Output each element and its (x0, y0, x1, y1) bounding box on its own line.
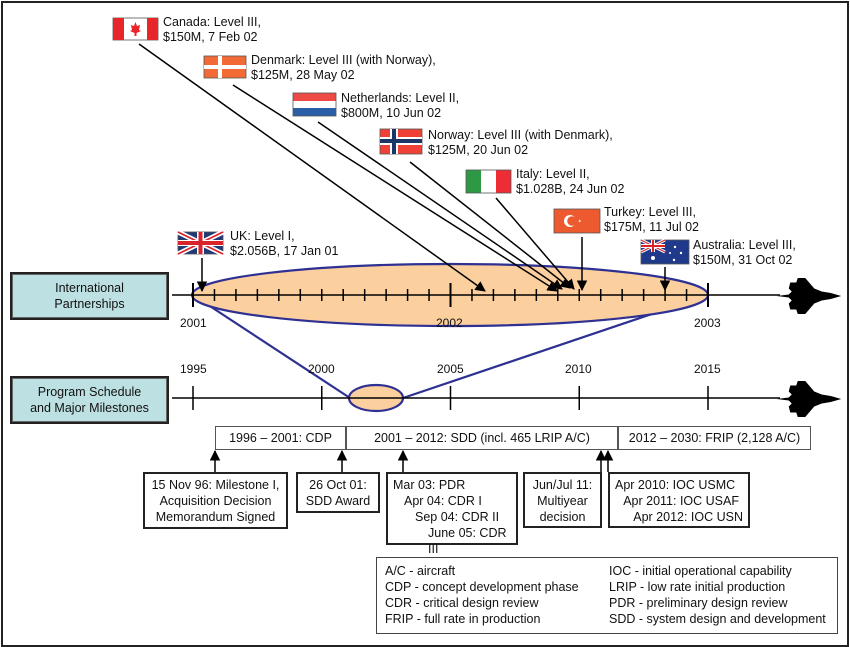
norway-arrow (409, 161, 571, 289)
year-label-2003: 2003 (694, 316, 721, 330)
partner-label-denmark: Denmark: Level III (with Norway),$125M, … (251, 53, 436, 82)
legend-item: CDP - concept development phase (385, 580, 579, 594)
australia-flag (640, 238, 690, 265)
legend-item: FRIP - full rate in production (385, 612, 541, 626)
milestone-box-ioc: Apr 2010: IOC USMC Apr 2011: IOC USAF Ap… (608, 472, 750, 528)
turkey-flag (553, 208, 601, 234)
zoom-line-left (192, 294, 351, 399)
year-label-2005: 2005 (437, 362, 464, 376)
legend-item: PDR - preliminary design review (609, 596, 788, 610)
year-label-2010: 2010 (565, 362, 592, 376)
partner-label-italy: Italy: Level II,$1.028B, 24 Jun 02 (516, 167, 625, 196)
year-label-2000: 2000 (308, 362, 335, 376)
milestone-box-milestone-i: 15 Nov 96: Milestone I,Acquisition Decis… (143, 472, 288, 529)
schedule-ticks (192, 386, 709, 410)
legend-item: IOC - initial operational capability (609, 564, 792, 578)
partner-label-netherlands: Netherlands: Level II,$800M, 10 Jun 02 (341, 91, 460, 120)
year-label-2002: 2002 (436, 316, 463, 330)
partner-label-australia: Australia: Level III,$150M, 31 Oct 02 (693, 238, 796, 267)
partner-label-turkey: Turkey: Level III,$175M, 11 Jul 02 (604, 205, 699, 234)
netherlands-flag (292, 92, 337, 117)
italy-flag (465, 169, 512, 194)
canada-arrow (138, 43, 486, 292)
year-label-2001: 2001 (180, 316, 207, 330)
phase-cdp: 1996 – 2001: CDP (215, 426, 346, 450)
phase-sdd: 2001 – 2012: SDD (incl. 465 LRIP A/C) (346, 426, 618, 450)
partner-label-norway: Norway: Level III (with Denmark),$125M, … (428, 128, 613, 157)
netherlands-arrow (317, 121, 563, 290)
abbreviation-legend: A/C - aircraft CDP - concept development… (376, 557, 838, 634)
partner-label-canada: Canada: Level III,$150M, 7 Feb 02 (163, 15, 261, 44)
milestone-box-design-reviews: Mar 03: PDR Apr 04: CDR I Sep 04: CDR II… (386, 472, 518, 556)
uk-flag (176, 229, 225, 257)
denmark-flag (203, 55, 247, 79)
milestone-box-sdd-award: 26 Oct 01:SDD Award (296, 472, 380, 513)
partner-label-uk: UK: Level I,$2.056B, 17 Jan 01 (230, 229, 339, 258)
italy-arrow (495, 197, 575, 290)
legend-item: LRIP - low rate initial production (609, 580, 786, 594)
legend-item: A/C - aircraft (385, 564, 456, 578)
canada-flag (112, 17, 159, 41)
year-label-2015: 2015 (694, 362, 721, 376)
legend-left-column: A/C - aircraft CDP - concept development… (385, 563, 579, 627)
jet-icon-schedule (776, 381, 842, 417)
year-label-1995: 1995 (180, 362, 207, 376)
phase-frip: 2012 – 2030: FRIP (2,128 A/C) (618, 426, 811, 450)
denmark-arrow (232, 84, 558, 292)
legend-item: SDD - system design and development (609, 612, 826, 626)
legend-item: CDR - critical design review (385, 596, 539, 610)
legend-right-column: IOC - initial operational capability LRI… (609, 563, 826, 627)
norway-flag (379, 128, 423, 155)
jet-icon-partnerships (776, 278, 842, 314)
